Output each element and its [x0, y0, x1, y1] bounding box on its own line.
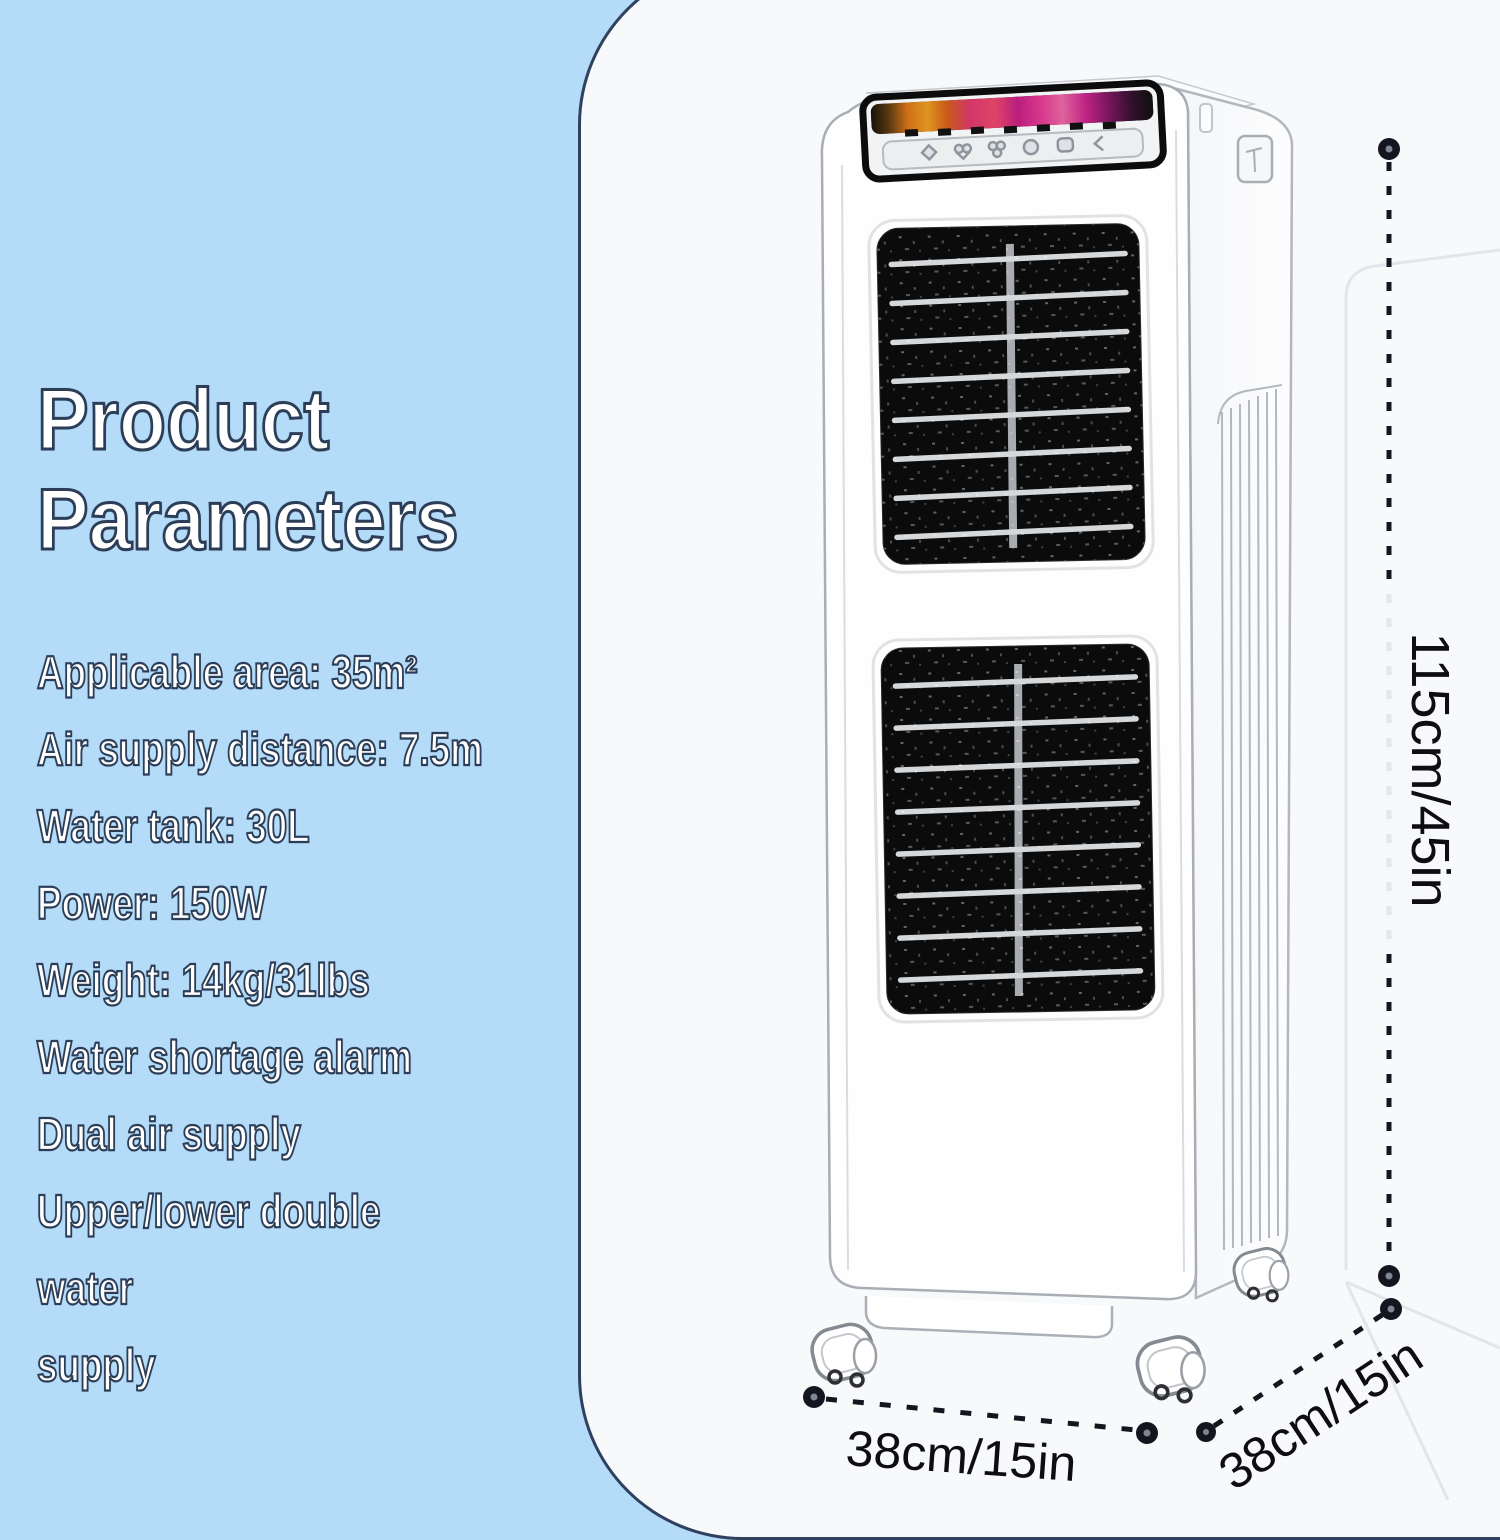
product-illustration: 115cm/45in 38cm/15in 38cm/15in: [803, 75, 1500, 1500]
page-title: Product Parameters: [36, 370, 597, 570]
diamond-button-icon: [920, 143, 938, 162]
spec-list: Applicable area: 35m² Air supply distanc…: [36, 634, 597, 1404]
width-dimension-label: 38cm/15in: [844, 1420, 1078, 1492]
background-wall-lines: [1344, 248, 1500, 1500]
spec-water-shortage-alarm: Water shortage alarm: [36, 1030, 413, 1084]
chevron-button-icon: [1092, 135, 1104, 152]
side-vent-ridges: [1217, 384, 1283, 1251]
product-parameters-page: { "title": { "line1": "Product", "line2"…: [35, 0, 1500, 1540]
caster-wheel-right: [1135, 1335, 1206, 1404]
spec-air-supply-distance: Air supply distance: 7.5m: [36, 722, 484, 776]
dimension-end-dots: [803, 138, 1402, 1444]
caster-wheel-back: [1232, 1247, 1290, 1303]
height-dimension-label: 115cm/45in: [1400, 632, 1460, 907]
spec-water-tank: Water tank: 30L: [36, 799, 310, 853]
page-title-line1: Product: [36, 371, 331, 470]
spec-weight: Weight: 14kg/31lbs: [36, 953, 370, 1007]
depth-dimension-line: [1212, 1312, 1384, 1429]
dot-button-icon: [1022, 138, 1040, 156]
base-crossbar: [864, 1296, 1114, 1339]
control-panel: [859, 79, 1167, 183]
spec-double-water-supply: Upper/lower double water supply: [36, 1184, 381, 1392]
upper-air-grille: [867, 214, 1155, 574]
spec-applicable-area: Applicable area: 35m²: [36, 645, 418, 699]
panel-buttons: [920, 135, 1104, 162]
clover-button-icon: [987, 140, 1007, 159]
spec-power: Power: 150W: [36, 876, 267, 930]
lower-air-grille: [871, 634, 1165, 1024]
spec-dual-air-supply: Dual air supply: [36, 1107, 302, 1161]
side-handle-recess: [1236, 134, 1274, 184]
square-button-icon: [1056, 136, 1075, 153]
heart-button-icon: [953, 143, 973, 161]
caster-wheel-left: [810, 1322, 878, 1388]
page-title-line2: Parameters: [36, 471, 460, 570]
side-top-tab: [1199, 103, 1213, 133]
